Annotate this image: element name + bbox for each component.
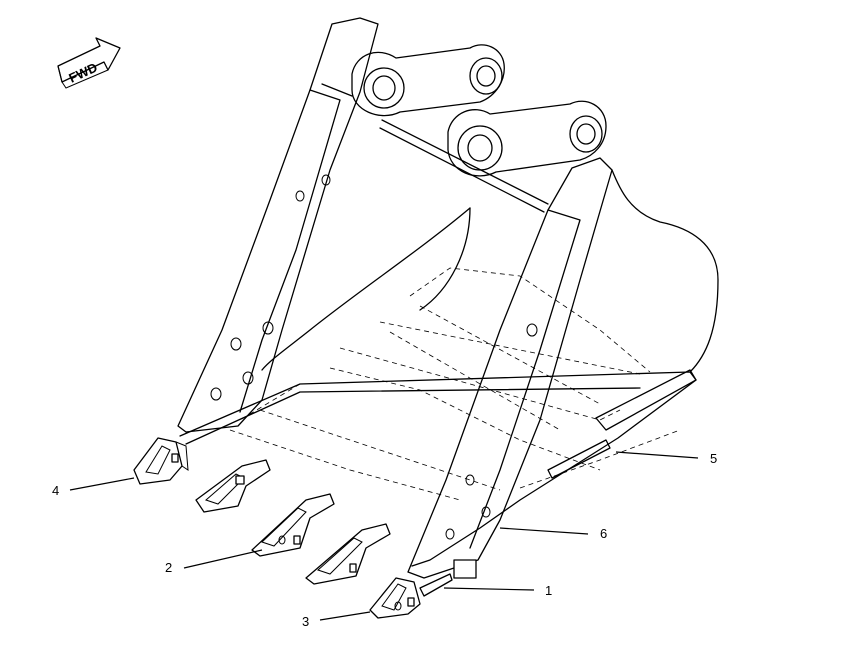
callouts: 1 2 3 4 5 6	[52, 451, 717, 629]
callout-4-leader	[69, 477, 135, 491]
bucket-body	[177, 17, 719, 579]
callout-3-leader	[319, 611, 371, 621]
tooth-mid-1	[195, 459, 271, 513]
callout-6: 6	[600, 526, 607, 541]
callout-2-leader	[183, 549, 263, 569]
tooth-left-corner	[133, 437, 189, 485]
tooth-right-corner	[369, 559, 477, 619]
callout-4: 4	[52, 483, 59, 498]
fwd-arrow-icon: FWD	[57, 37, 121, 89]
callout-3: 3	[302, 614, 309, 629]
callout-5: 5	[710, 451, 717, 466]
callout-5-leader	[615, 451, 699, 459]
callout-1-leader	[443, 587, 535, 591]
callout-1: 1	[545, 583, 552, 598]
tooth-mid-2	[251, 493, 335, 557]
tooth-mid-3	[305, 523, 391, 585]
callout-6-leader	[499, 527, 589, 535]
callout-2: 2	[165, 560, 172, 575]
